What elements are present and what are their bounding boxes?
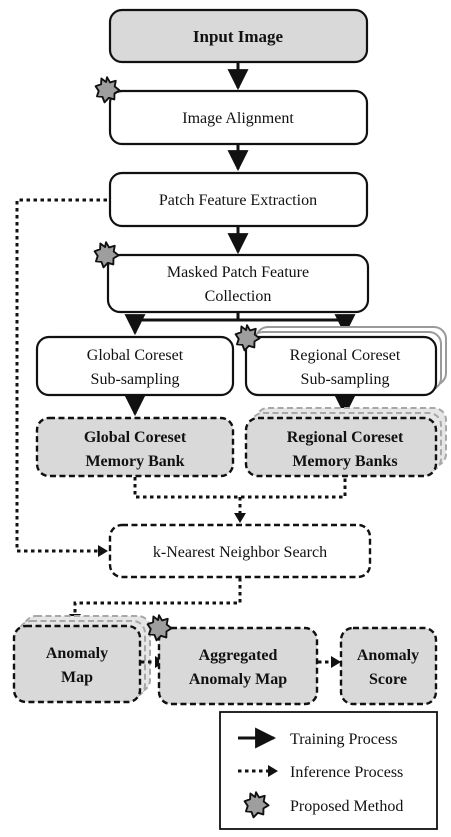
anomaly-score-label-line2: Score	[369, 671, 407, 688]
anomaly-map-label-line2: Map	[61, 669, 93, 686]
anomaly-map-node: Anomaly Map	[12, 615, 151, 704]
global-bank-label-line1: Global Coreset	[84, 429, 187, 446]
regional-subsampling-label-line1: Regional Coreset	[290, 347, 401, 364]
aggregated-map-label-line2: Anomaly Map	[189, 671, 287, 688]
patch-feature-extraction-node: Patch Feature Extraction	[108, 171, 369, 228]
global-coreset-memory-bank-node: Global Coreset Memory Bank	[35, 416, 235, 478]
regional-banks-label-line2: Memory Banks	[292, 453, 397, 470]
masked-collection-label-line2: Collection	[205, 288, 272, 305]
regional-subsampling-label-line2: Sub-sampling	[301, 371, 390, 388]
legend-proposed-label: Proposed Method	[290, 798, 403, 815]
inference-path-knn-to-anomaly-map	[73, 578, 242, 615]
image-alignment-label: Image Alignment	[182, 110, 294, 127]
regional-coreset-subsampling-node: Regional Coreset Sub-sampling	[244, 326, 447, 397]
knn-search-node: k-Nearest Neighbor Search	[108, 523, 372, 579]
masked-patch-feature-collection-node: Masked Patch Feature Collection	[106, 253, 370, 314]
anomaly-map-label-line1: Anomaly	[46, 645, 108, 662]
inference-path-banks-merge	[133, 477, 347, 499]
regional-banks-label-line1: Regional Coreset	[287, 429, 404, 446]
global-subsampling-label-line1: Global Coreset	[87, 347, 184, 364]
patch-feature-extraction-label: Patch Feature Extraction	[159, 192, 317, 209]
masked-collection-label-line1: Masked Patch Feature	[167, 264, 309, 281]
global-subsampling-label-line2: Sub-sampling	[91, 371, 180, 388]
regional-coreset-memory-banks-node: Regional Coreset Memory Banks	[244, 407, 447, 478]
anomaly-score-label-line1: Anomaly	[357, 647, 419, 664]
knn-search-label: k-Nearest Neighbor Search	[153, 544, 327, 561]
input-image-label: Input Image	[193, 27, 284, 46]
split-line	[124, 313, 240, 336]
input-image-node: Input Image	[108, 8, 369, 64]
global-bank-label-line2: Memory Bank	[85, 453, 184, 470]
anomaly-score-node: Anomaly Score	[339, 626, 438, 706]
legend-inference-label: Inference Process	[290, 764, 403, 781]
aggregated-map-label-line1: Aggregated	[199, 647, 278, 664]
global-coreset-subsampling-node: Global Coreset Sub-sampling	[35, 335, 235, 397]
inference-path-extraction-to-knn	[15, 198, 107, 553]
image-alignment-node: Image Alignment	[108, 89, 369, 146]
legend-training-label: Training Process	[290, 731, 397, 748]
aggregated-anomaly-map-node: Aggregated Anomaly Map	[157, 626, 319, 706]
legend: Training Process Inference Process Propo…	[219, 711, 438, 830]
